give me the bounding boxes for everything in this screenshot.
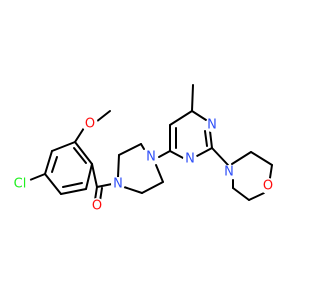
bond-mor-4: [248, 192, 265, 201]
bond-ring-2-inner: [51, 156, 58, 173]
atom-n-pyrimidine-1: N: [207, 118, 217, 133]
bond-pip-1: [117, 154, 120, 178]
bond-pyr-4: [209, 130, 213, 149]
bond-pyr-3: [191, 110, 207, 121]
bond-lines: [29, 84, 273, 202]
bond-ring-2: [44, 150, 53, 175]
bond-ring-5: [85, 163, 93, 190]
bond-pip-2: [118, 143, 142, 156]
bond-ring-6-inner: [73, 147, 87, 164]
atom-labels: O Cl O N N N N N O: [9, 116, 276, 214]
bond-pyr-4-inner: [204, 130, 208, 147]
bond-pip-5: [141, 181, 164, 194]
atom-n-pyrimidine-3: N: [185, 152, 195, 167]
bond-pyr-2: [169, 110, 193, 126]
bond-ring-6: [74, 141, 93, 165]
bond-ring-3: [44, 173, 62, 195]
bond-mor-2: [250, 151, 273, 166]
atom-o-methoxy: O: [85, 117, 95, 132]
bond-pyr-6: [169, 150, 186, 160]
bond-o-aryl: [74, 127, 85, 143]
bond-ring-4: [60, 188, 87, 195]
bond-pip-3: [140, 143, 145, 150]
bond-mor-3: [269, 164, 273, 179]
bond-pip-4: [155, 164, 164, 183]
bond-methyl-o: [95, 110, 111, 123]
bond-mor-1: [231, 151, 252, 165]
bond-aryl-carbonyl: [91, 163, 98, 188]
atom-n-morpholine: N: [224, 165, 234, 180]
molecule-structure: O Cl O N N N N N O: [9, 84, 276, 214]
atom-n-piperazine-amide: N: [113, 177, 123, 192]
atom-o-morpholine: O: [263, 179, 273, 194]
bond-carbonyl-o-1: [94, 186, 98, 201]
atom-n-piperazine-pyrimidine: N: [146, 150, 156, 165]
bond-cl: [29, 173, 46, 181]
bond-mor-5: [232, 187, 250, 201]
bond-pip-6: [123, 186, 143, 194]
bond-pyr-5: [196, 147, 213, 157]
atom-o-carbonyl: O: [92, 199, 102, 214]
bond-pip-pyrimidine: [158, 150, 171, 158]
bond-ring-4-inner: [62, 182, 83, 188]
bond-carbonyl-n: [96, 183, 113, 188]
bond-ring-1: [51, 141, 76, 152]
bond-methyl-pyr: [191, 84, 194, 112]
atom-chlorine: Cl: [14, 177, 27, 192]
bond-pyr-morpholine: [211, 147, 229, 166]
